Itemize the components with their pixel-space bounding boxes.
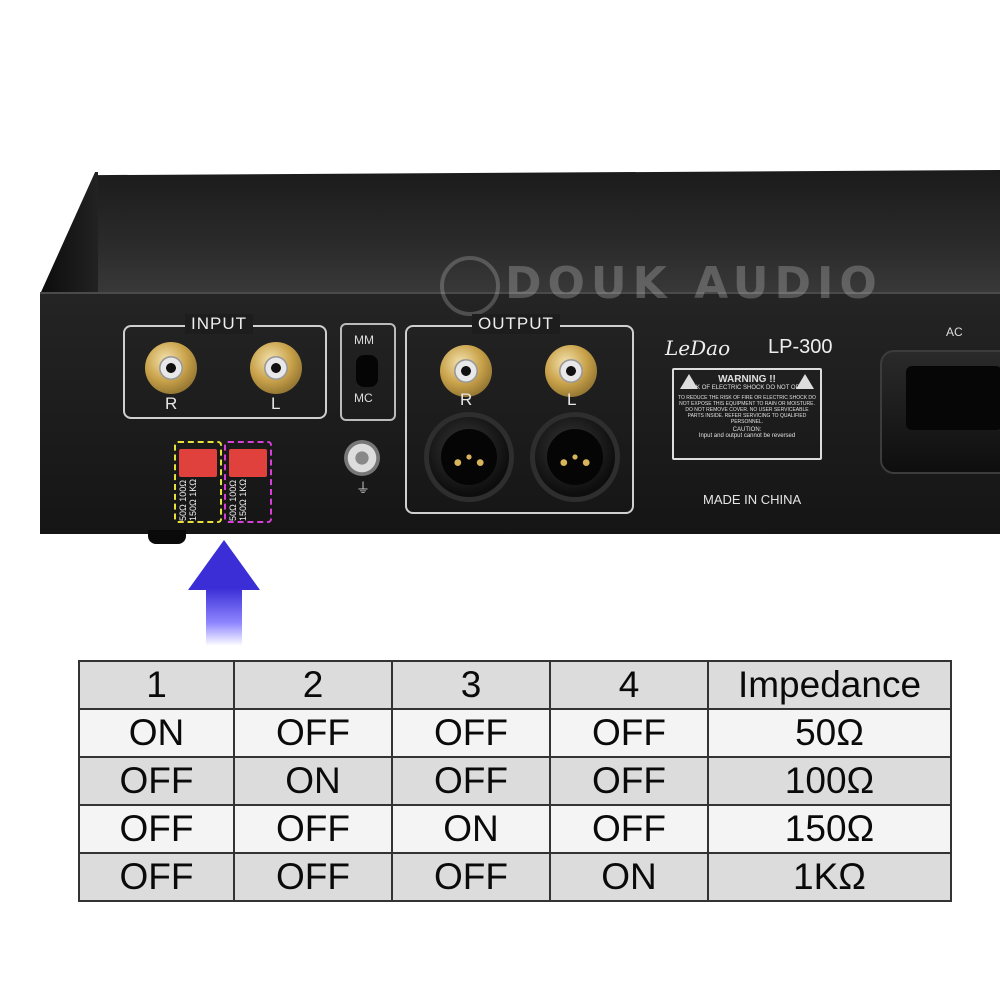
table-cell: OFF — [549, 708, 709, 758]
output-right-label: R — [460, 390, 473, 409]
warning-subtitle: RISK OF ELECTRIC SHOCK DO NOT OPEN — [686, 385, 808, 391]
table-cell: OFF — [549, 804, 709, 854]
warning-triangle-icon — [680, 374, 698, 389]
header-cell: 1 — [78, 660, 235, 710]
input-label: INPUT — [185, 314, 253, 334]
table-header-row: 1 2 3 4 Impedance — [78, 660, 952, 710]
dip-switch-body — [229, 449, 267, 477]
switch-lever — [356, 355, 378, 387]
warning-title: WARNING !! — [718, 374, 776, 385]
mm-mc-switch: MM MC — [340, 323, 396, 421]
header-cell: 3 — [391, 660, 551, 710]
device-foot — [148, 530, 186, 544]
chassis-top — [95, 170, 1000, 298]
table-row: OFF ON OFF OFF 100Ω — [78, 756, 952, 806]
caution-title: CAUTION: — [732, 427, 762, 433]
table-row: ON OFF OFF OFF 50Ω — [78, 708, 952, 758]
table-cell: ON — [78, 708, 235, 758]
pointer-arrow-icon — [188, 540, 260, 590]
dip-switch-right: 50Ω 100Ω 150Ω 1KΩ — [174, 441, 222, 523]
header-cell: Impedance — [707, 660, 952, 710]
impedance-table: 1 2 3 4 Impedance ON OFF OFF OFF 50Ω OFF… — [78, 660, 952, 902]
input-rca-right — [145, 342, 197, 394]
table-cell: 100Ω — [707, 756, 952, 806]
switch-mc-label: MC — [354, 391, 373, 405]
output-label: OUTPUT — [472, 314, 560, 334]
watermark-logo-icon — [440, 256, 500, 316]
ac-label: AC — [946, 325, 963, 339]
ground-terminal — [344, 440, 380, 476]
table-cell: OFF — [78, 756, 235, 806]
table-cell: OFF — [78, 852, 235, 902]
table-cell: 150Ω — [707, 804, 952, 854]
table-cell: 50Ω — [707, 708, 952, 758]
input-rca-left — [250, 342, 302, 394]
table-cell: OFF — [391, 756, 551, 806]
table-cell: ON — [391, 804, 551, 854]
ac-power-socket — [880, 350, 1000, 474]
output-left-label: L — [567, 390, 577, 409]
dip-impedance-labels: 50Ω 100Ω 150Ω 1KΩ — [178, 479, 198, 521]
header-cell: 4 — [549, 660, 709, 710]
table-cell: OFF — [391, 852, 551, 902]
table-cell: OFF — [233, 708, 393, 758]
table-row: OFF OFF ON OFF 150Ω — [78, 804, 952, 854]
input-left-label: L — [271, 394, 281, 413]
output-xlr-right — [424, 412, 514, 502]
table-cell: OFF — [391, 708, 551, 758]
dip-switch-body — [179, 449, 217, 477]
warning-triangle-icon — [796, 374, 814, 389]
ground-icon: ⏚ — [356, 480, 370, 496]
made-in-label: MADE IN CHINA — [703, 492, 802, 507]
output-rca-right — [440, 345, 492, 397]
table-row: OFF OFF OFF ON 1KΩ — [78, 852, 952, 902]
output-xlr-left — [530, 412, 620, 502]
table-cell: OFF — [233, 852, 393, 902]
table-cell: 1KΩ — [707, 852, 952, 902]
output-rca-left — [545, 345, 597, 397]
table-cell: OFF — [549, 756, 709, 806]
switch-mm-label: MM — [354, 333, 374, 347]
table-cell: ON — [233, 756, 393, 806]
header-cell: 2 — [233, 660, 393, 710]
pointer-arrow-shaft — [206, 588, 242, 646]
warning-body: TO REDUCE THE RISK OF FIRE OR ELECTRIC S… — [678, 395, 816, 425]
caution-text: Input and output cannot be reversed — [698, 433, 796, 439]
dip-switch-left: 50Ω 100Ω 150Ω 1KΩ — [224, 441, 272, 523]
watermark: DOUK AUDIO — [505, 258, 883, 309]
brand-logo: LeDao — [665, 336, 731, 360]
impedance-table-grid: 1 2 3 4 Impedance ON OFF OFF OFF 50Ω OFF… — [78, 660, 952, 902]
table-cell: OFF — [233, 804, 393, 854]
model-name: LP-300 — [768, 336, 833, 358]
dip-impedance-labels: 50Ω 100Ω 150Ω 1KΩ — [228, 479, 248, 521]
table-cell: OFF — [78, 804, 235, 854]
table-cell: ON — [549, 852, 709, 902]
warning-label: WARNING !! RISK OF ELECTRIC SHOCK DO NOT… — [672, 368, 822, 460]
ac-socket-inner — [906, 366, 1000, 430]
input-right-label: R — [165, 394, 178, 413]
